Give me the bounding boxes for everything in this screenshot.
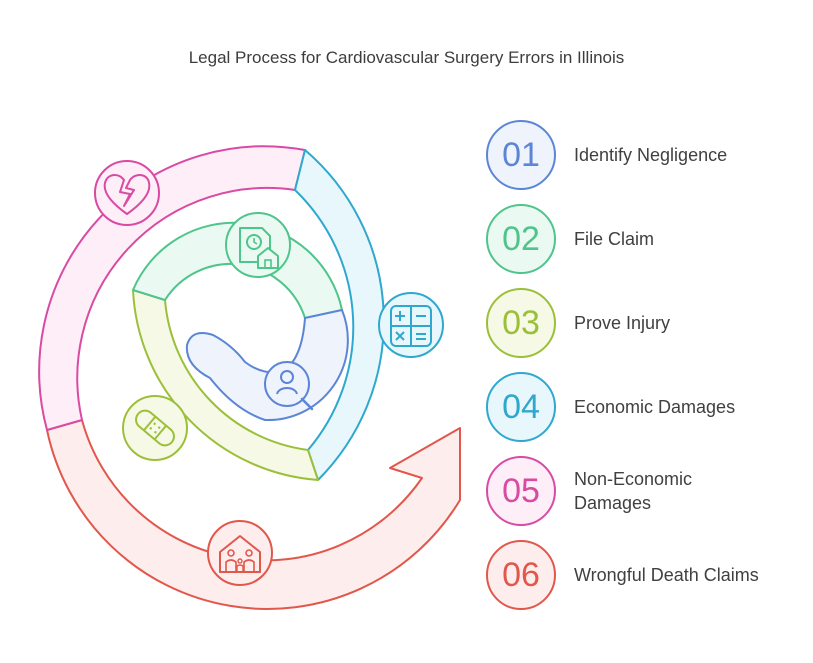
- broken-heart-icon: [94, 160, 160, 226]
- step-number-01: 01: [486, 120, 556, 190]
- family-house-icon: [207, 520, 273, 586]
- step-label-01: Identify Negligence: [574, 145, 728, 165]
- step-label-05: Non-Economic Damages: [574, 469, 693, 513]
- step-label-06: Wrongful Death Claims: [574, 565, 759, 585]
- spiral-segment-04: [294, 149, 385, 481]
- step-05: 05 Non-Economic Damages: [486, 456, 806, 530]
- step-label-04: Economic Damages: [574, 397, 736, 417]
- step-label-02: File Claim: [574, 229, 655, 249]
- step-number-03: 03: [486, 288, 556, 358]
- step-01: 01 Identify Negligence: [486, 120, 806, 194]
- step-03: 03 Prove Injury: [486, 288, 806, 362]
- magnifier-person-icon: [264, 361, 314, 411]
- step-06: 06 Wrongful Death Claims: [486, 540, 806, 614]
- step-02: 02 File Claim: [486, 204, 806, 278]
- step-number-04: 04: [486, 372, 556, 442]
- spiral-segment-06: [46, 419, 461, 610]
- step-number-06: 06: [486, 540, 556, 610]
- document-clock-house-icon: [225, 212, 291, 278]
- step-number-05: 05: [486, 456, 556, 526]
- step-number-02: 02: [486, 204, 556, 274]
- calculator-icon: [378, 292, 444, 358]
- step-04: 04 Economic Damages: [486, 372, 806, 446]
- bandage-icon: [122, 395, 188, 461]
- step-label-03: Prove Injury: [574, 313, 671, 333]
- page-title: Legal Process for Cardiovascular Surgery…: [188, 48, 625, 67]
